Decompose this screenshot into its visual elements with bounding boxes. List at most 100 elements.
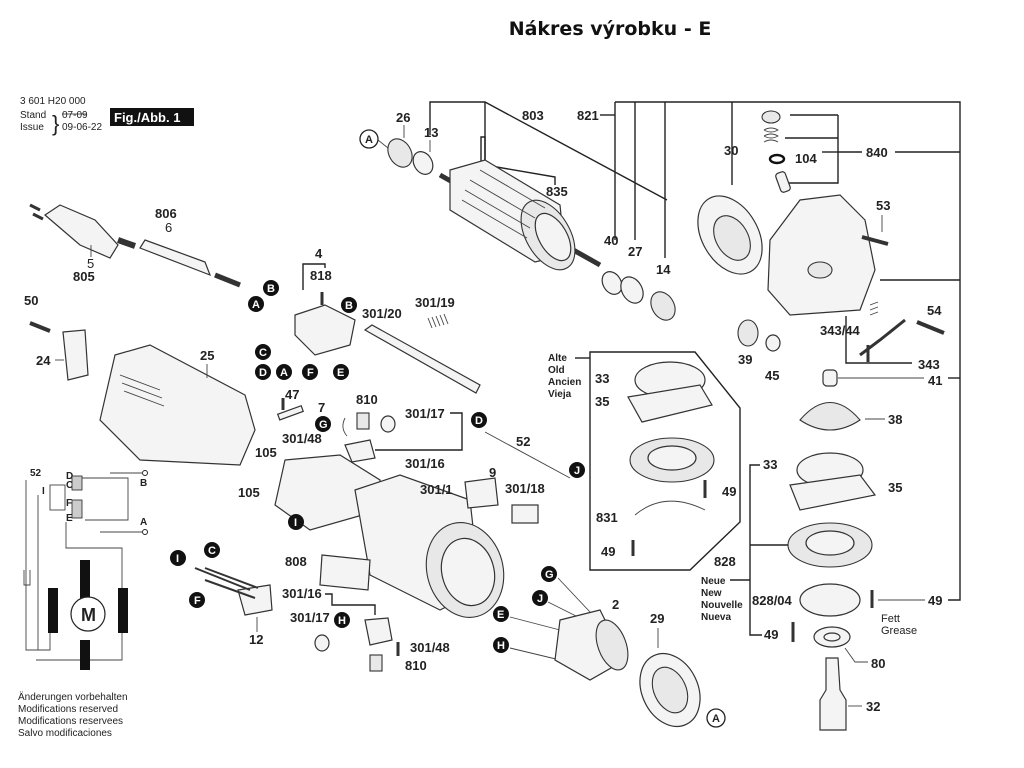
armature-group: A 26 13 803 835 821 40 27 14: [359, 108, 676, 321]
screw-50: [29, 321, 51, 333]
connector-badge-f: F: [302, 364, 318, 380]
bearing-26: [387, 138, 413, 168]
terminal-b: [142, 470, 148, 476]
part-label: 301/48: [410, 640, 450, 655]
part-label: 818: [310, 268, 332, 283]
part-label: 4: [315, 246, 323, 261]
connector-badge-a: A: [359, 129, 379, 149]
spring-301-17: [314, 634, 330, 652]
new-label: Nouvelle: [701, 600, 743, 611]
brush-810: [356, 412, 370, 430]
screw-53: [861, 235, 889, 246]
svg-text:E: E: [337, 367, 344, 379]
connector-badge-h: H: [493, 637, 509, 653]
wiring-label: I: [42, 486, 45, 497]
part-label: 301/1: [420, 482, 453, 497]
brush-holder-301-16: [364, 617, 393, 646]
part-label: 301/20: [362, 306, 402, 321]
disclaimer-line: Änderungen vorbehalten: [18, 691, 128, 703]
issue-label: Issue: [20, 122, 44, 133]
plate-7: [276, 404, 305, 421]
cap: [761, 110, 781, 124]
pinion-39: [737, 319, 759, 347]
part-label: 343: [918, 357, 940, 372]
connector-badge-e: E: [333, 364, 349, 380]
part-label: 5: [87, 256, 94, 271]
part-label: 343/44: [820, 323, 861, 338]
connector-badge-c: C: [204, 542, 220, 558]
svg-text:A: A: [365, 134, 373, 146]
part-label: 33: [763, 457, 777, 472]
part-label: 45: [765, 368, 779, 383]
part-label: 49: [722, 484, 736, 499]
motor-symbol-label: M: [81, 605, 96, 625]
wiring-label: B: [140, 478, 147, 489]
part-label: 301/17: [290, 610, 330, 625]
retaining-spring-831: [634, 500, 706, 516]
part-label: 29: [650, 611, 664, 626]
part-label: 104: [795, 151, 817, 166]
connector-badge-h: H: [334, 612, 350, 628]
connector-badge-g: G: [541, 566, 557, 582]
svg-text:H: H: [338, 615, 346, 627]
part-label: 24: [36, 353, 51, 368]
part-label: 53: [876, 198, 890, 213]
svg-text:J: J: [574, 465, 580, 477]
gasket-35: [789, 474, 877, 511]
part-label: 54: [927, 303, 942, 318]
part-label: 808: [285, 554, 307, 569]
part-label: 810: [356, 392, 378, 407]
new-label: Neue: [701, 576, 726, 587]
field-coil-bottom: [80, 640, 90, 670]
part-label: 80: [871, 656, 885, 671]
connector-badge-i: I: [170, 550, 186, 566]
disclaimer-line: Modifications reservees: [18, 716, 123, 727]
part-label: 49: [601, 544, 615, 559]
svg-text:J: J: [537, 593, 543, 605]
spring: [763, 127, 779, 143]
brush-right: [118, 588, 128, 633]
svg-text:B: B: [345, 300, 353, 312]
header-block: 3 601 H20 000 Stand Issue } 07-09 09-06-…: [20, 96, 194, 136]
issue-value: 09-06-22: [62, 122, 102, 133]
figure-label: Fig./Abb. 1: [114, 110, 180, 125]
gasket-35: [627, 384, 713, 423]
wiring-label: D: [66, 471, 73, 482]
terminal-a: [142, 529, 148, 535]
circlip-40: [601, 271, 623, 295]
connector-badge-e: E: [493, 606, 509, 622]
part-label: 301/16: [405, 456, 445, 471]
svg-text:I: I: [176, 553, 179, 565]
connector-badge-g: G: [315, 416, 331, 432]
spring-301-19: [427, 313, 449, 329]
part-label: 35: [888, 480, 902, 495]
connector-badge-f: F: [189, 592, 205, 608]
brace-icon: }: [52, 111, 59, 136]
new-label: New: [701, 588, 722, 599]
bevel-gear-38: [799, 401, 861, 431]
part-label: 33: [595, 371, 609, 386]
connector-badge-a: A: [276, 364, 292, 380]
disclaimer-line: Modifications reserved: [18, 704, 118, 715]
svg-text:D: D: [475, 415, 483, 427]
part-label: 301/19: [415, 295, 455, 310]
figure-label-box: Fig./Abb. 1: [110, 108, 194, 126]
field-coil-top: [80, 560, 90, 600]
part-label: 49: [764, 627, 778, 642]
washer-27: [620, 276, 644, 304]
contact-block-12: [237, 584, 273, 616]
part-label: 39: [738, 352, 752, 367]
part-label: 831: [596, 510, 618, 525]
part-label: 810: [405, 658, 427, 673]
part-label: 13: [424, 125, 438, 140]
svg-text:C: C: [259, 347, 267, 359]
part-label: 828: [714, 554, 736, 569]
part-label: 40: [604, 233, 618, 248]
svg-text:A: A: [280, 367, 288, 379]
contacts-group: I C F 12: [170, 542, 273, 647]
wiring-label: C: [66, 480, 73, 491]
bearing-41: [822, 369, 838, 387]
wiring-diagram: 52 D C I F E B A M: [23, 468, 148, 670]
connector-badge-j: J: [569, 462, 585, 478]
old-label: Old: [548, 365, 565, 376]
